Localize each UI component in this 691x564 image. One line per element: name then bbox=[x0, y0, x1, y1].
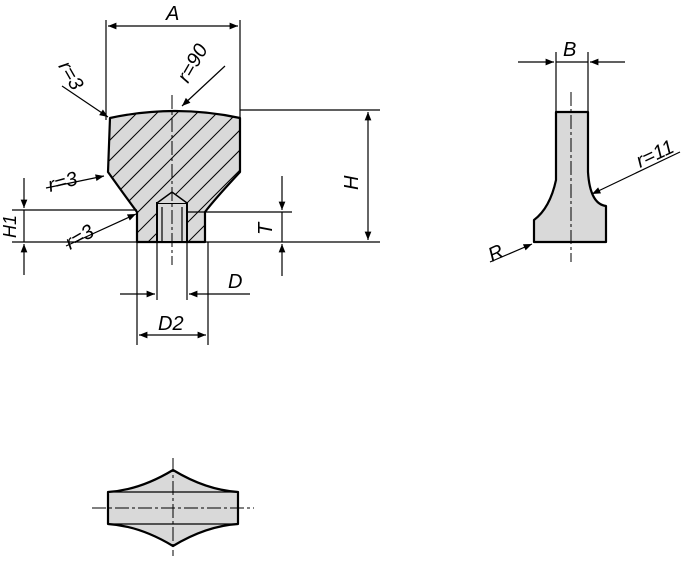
label-r3-low: r=3 bbox=[62, 221, 99, 255]
label-r3-top: r=3 bbox=[54, 58, 88, 95]
label-B: B bbox=[563, 39, 576, 61]
label-H: H bbox=[341, 175, 363, 190]
label-R: R bbox=[485, 240, 507, 266]
label-r11: r=11 bbox=[633, 136, 678, 172]
label-r90: r=90 bbox=[173, 40, 212, 86]
front-view: A H H1 T D D2 r=3 r=90 bbox=[0, 3, 380, 345]
side-view: B r=11 R bbox=[485, 39, 681, 267]
label-D2: D2 bbox=[158, 313, 184, 335]
side-profile bbox=[532, 110, 608, 244]
label-A: A bbox=[165, 3, 179, 25]
label-r3-mid: r=3 bbox=[46, 168, 80, 197]
label-T: T bbox=[255, 221, 277, 235]
top-view bbox=[92, 458, 254, 556]
label-H1: H1 bbox=[0, 215, 20, 238]
label-D: D bbox=[228, 271, 242, 293]
